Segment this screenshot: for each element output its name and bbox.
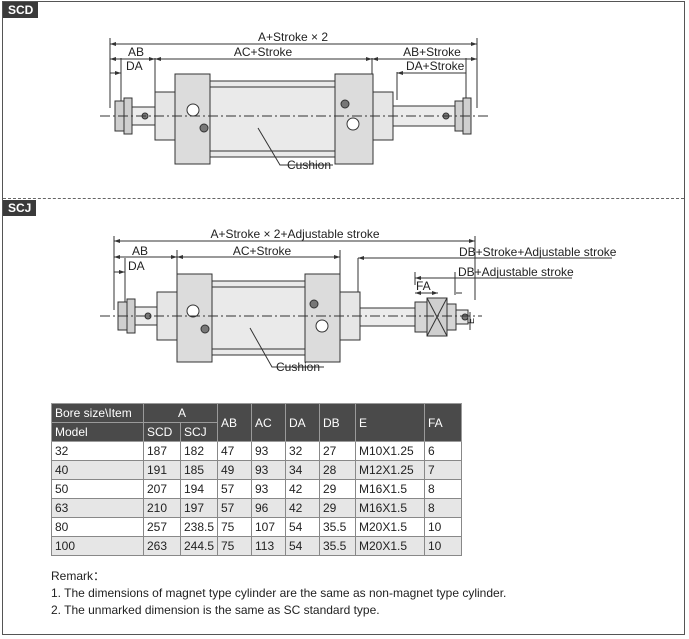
remarks: Remark： 1. The dimensions of magnet type… xyxy=(51,568,506,619)
section-tag-scd: SCD xyxy=(3,2,39,18)
section-divider xyxy=(3,198,684,199)
table-cell: 263 xyxy=(143,536,181,556)
table-cell: 10 xyxy=(424,536,462,556)
table-cell: 27 xyxy=(319,441,356,461)
table-cell: 185 xyxy=(180,460,218,480)
scd-dim-da: DA xyxy=(126,59,143,73)
scd-dim-ac: AC+Stroke xyxy=(234,45,293,59)
table-cell: 210 xyxy=(143,498,181,518)
header-model: Model xyxy=(51,422,144,442)
table-cell: 191 xyxy=(143,460,181,480)
header-da: DA xyxy=(285,403,320,442)
table-cell: 34 xyxy=(285,460,320,480)
table-cell: 7 xyxy=(424,460,462,480)
table-cell: 80 xyxy=(51,517,144,537)
table-cell: 197 xyxy=(180,498,218,518)
scj-dim-a: A+Stroke × 2+Adjustable stroke xyxy=(210,227,379,241)
table-cell: 42 xyxy=(285,498,320,518)
table-cell: 100 xyxy=(51,536,144,556)
table-cell: 57 xyxy=(217,498,252,518)
table-cell: 187 xyxy=(143,441,181,461)
table-cell: 207 xyxy=(143,479,181,499)
table-cell: 54 xyxy=(285,517,320,537)
table-cell: 257 xyxy=(143,517,181,537)
table-cell: 93 xyxy=(251,460,286,480)
table-cell: M10X1.25 xyxy=(355,441,425,461)
table-cell: 28 xyxy=(319,460,356,480)
table-cell: 29 xyxy=(319,479,356,499)
table-cell: M20X1.5 xyxy=(355,517,425,537)
scj-dim-da: DA xyxy=(128,259,145,273)
table-cell: 93 xyxy=(251,441,286,461)
table-cell: 113 xyxy=(251,536,286,556)
scd-cushion-label: Cushion xyxy=(287,158,331,172)
table-cell: M20X1.5 xyxy=(355,536,425,556)
table-cell: 75 xyxy=(217,536,252,556)
header-e: E xyxy=(355,403,425,442)
table-cell: 244.5 xyxy=(180,536,218,556)
table-cell: 50 xyxy=(51,479,144,499)
table-cell: 57 xyxy=(217,479,252,499)
table-cell: M16X1.5 xyxy=(355,479,425,499)
scj-drawing: A+Stroke × 2+Adjustable stroke AB AC+Str… xyxy=(100,227,617,374)
table-cell: M12X1.25 xyxy=(355,460,425,480)
table-cell: 32 xyxy=(285,441,320,461)
table-cell: 42 xyxy=(285,479,320,499)
table-cell: 8 xyxy=(424,498,462,518)
table-cell: 47 xyxy=(217,441,252,461)
scd-dim-da-stroke: DA+Stroke xyxy=(406,59,465,73)
table-cell: 93 xyxy=(251,479,286,499)
header-scj: SCJ xyxy=(180,422,218,442)
scd-dim-a: A+Stroke × 2 xyxy=(258,30,328,44)
scd-dim-ab: AB xyxy=(128,45,144,59)
table-cell: 96 xyxy=(251,498,286,518)
table-cell: 238.5 xyxy=(180,517,218,537)
scj-dim-fa: FA xyxy=(416,279,431,293)
table-cell: 32 xyxy=(51,441,144,461)
header-a: A xyxy=(143,403,218,423)
header-bore-size: Bore size\Item xyxy=(51,403,144,423)
dimension-table: Bore size\Item A AB AC DA DB E FA Model … xyxy=(51,403,462,556)
table-cell: 40 xyxy=(51,460,144,480)
scj-dim-db-adjustable: DB+Adjustable stroke xyxy=(458,265,574,279)
header-ac: AC xyxy=(251,403,286,442)
table-cell: 49 xyxy=(217,460,252,480)
table-cell: 8 xyxy=(424,479,462,499)
scd-drawing: A+Stroke × 2 AB AC+Stroke AB+Stroke DA D… xyxy=(100,30,488,172)
table-cell: 35.5 xyxy=(319,536,356,556)
header-fa: FA xyxy=(424,403,462,442)
table-cell: 6 xyxy=(424,441,462,461)
scj-dim-ac: AC+Stroke xyxy=(233,244,292,258)
scj-cushion-label: Cushion xyxy=(276,360,320,374)
remark-item-2: 2. The unmarked dimension is the same as… xyxy=(51,603,380,617)
table-cell: 35.5 xyxy=(319,517,356,537)
section-tag-scj: SCJ xyxy=(3,200,37,216)
header-scd: SCD xyxy=(143,422,181,442)
table-cell: 107 xyxy=(251,517,286,537)
table-cell: 182 xyxy=(180,441,218,461)
header-ab: AB xyxy=(217,403,252,442)
scj-dim-e: E xyxy=(466,318,476,324)
header-db: DB xyxy=(319,403,356,442)
table-cell: 54 xyxy=(285,536,320,556)
remark-title: Remark： xyxy=(51,569,106,583)
table-cell: 10 xyxy=(424,517,462,537)
table-cell: 63 xyxy=(51,498,144,518)
table-cell: 194 xyxy=(180,479,218,499)
table-cell: 75 xyxy=(217,517,252,537)
scj-dim-ab: AB xyxy=(132,244,148,258)
scd-dim-ab-stroke: AB+Stroke xyxy=(403,45,461,59)
table-cell: M16X1.5 xyxy=(355,498,425,518)
scj-dim-db-stroke: DB+Stroke+Adjustable stroke xyxy=(459,245,617,259)
remark-item-1: 1. The dimensions of magnet type cylinde… xyxy=(51,586,507,600)
table-cell: 29 xyxy=(319,498,356,518)
